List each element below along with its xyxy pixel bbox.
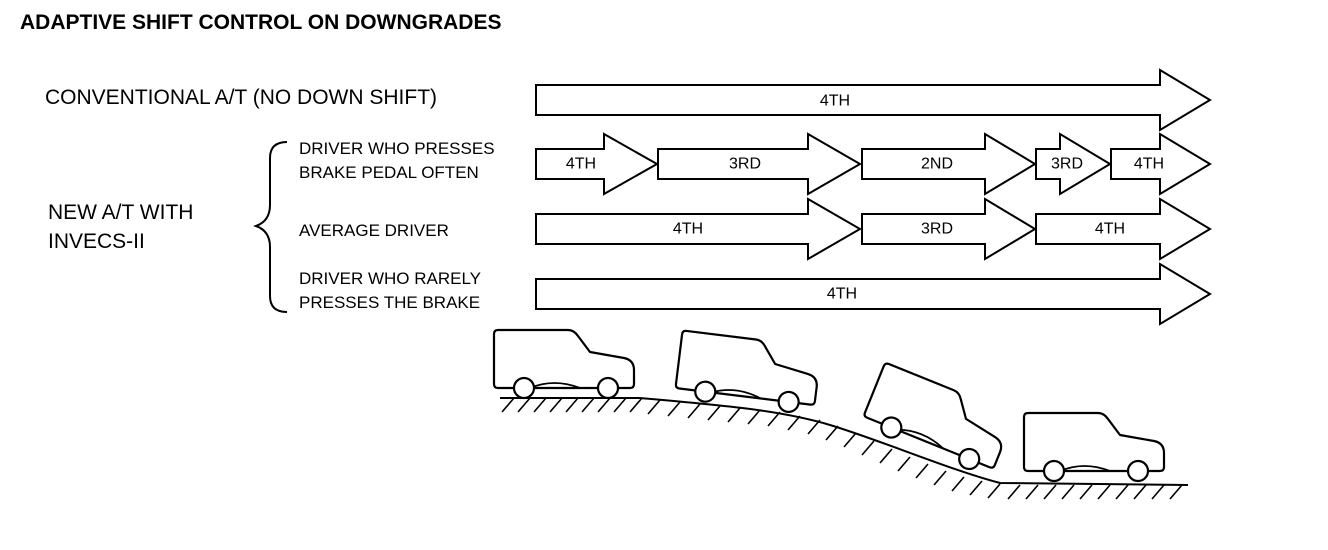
average-driver-label: AVERAGE DRIVER bbox=[299, 221, 449, 240]
gear-label: 3RD bbox=[1051, 156, 1083, 173]
gear-arrow bbox=[535, 68, 1212, 132]
conventional-at-label: CONVENTIONAL A/T (NO DOWN SHIFT) bbox=[45, 86, 438, 109]
gear-label: 4TH bbox=[673, 221, 703, 238]
gear-arrow bbox=[657, 132, 863, 196]
gear-label: 3RD bbox=[729, 156, 761, 173]
gear-label: 3RD bbox=[921, 221, 953, 238]
gear-arrow bbox=[535, 197, 863, 261]
conventional-gear-arrows: 4TH bbox=[535, 68, 1212, 132]
driver-rarely-brakes-label-line1: DRIVER WHO RARELY bbox=[299, 269, 481, 288]
gear-arrow bbox=[1035, 197, 1212, 261]
gear-arrow bbox=[535, 132, 660, 196]
gear-arrow bbox=[861, 197, 1037, 261]
vehicle-icon bbox=[492, 328, 636, 400]
downgrade-road bbox=[500, 397, 1189, 500]
road-surface bbox=[500, 397, 1189, 486]
diagram-title: ADAPTIVE SHIFT CONTROL ON DOWNGRADES bbox=[20, 11, 502, 34]
driver-rarely-brakes-label-line2: PRESSES THE BRAKE bbox=[299, 293, 481, 312]
gear-arrow bbox=[1110, 132, 1212, 196]
driver-brakes-often-gear-arrows: 4TH 3RD 2ND 3RD 4TH bbox=[535, 132, 1212, 196]
vehicle-icon bbox=[1022, 411, 1166, 483]
driver-brakes-often-label-line2: BRAKE PEDAL OFTEN bbox=[299, 163, 479, 182]
gear-arrow bbox=[861, 132, 1037, 196]
grouping-brace bbox=[253, 141, 288, 313]
gear-label: 4TH bbox=[820, 93, 850, 110]
gear-label: 2ND bbox=[921, 156, 953, 173]
gear-arrow bbox=[535, 262, 1212, 326]
gear-arrow bbox=[1035, 132, 1112, 196]
gear-label: 4TH bbox=[1134, 156, 1164, 173]
driver-rarely-brakes-gear-arrows: 4TH bbox=[535, 262, 1212, 326]
gear-label: 4TH bbox=[1095, 221, 1125, 238]
gear-label: 4TH bbox=[566, 156, 596, 173]
average-driver-gear-arrows: 4TH 3RD 4TH bbox=[535, 197, 1212, 261]
vehicle-icon bbox=[858, 361, 1017, 480]
gear-label: 4TH bbox=[827, 286, 857, 303]
new-at-label-line1: NEW A/T WITH bbox=[48, 201, 194, 224]
driver-brakes-often-label-line1: DRIVER WHO PRESSES bbox=[299, 139, 495, 158]
new-at-label-line2: INVECS-II bbox=[48, 230, 145, 253]
